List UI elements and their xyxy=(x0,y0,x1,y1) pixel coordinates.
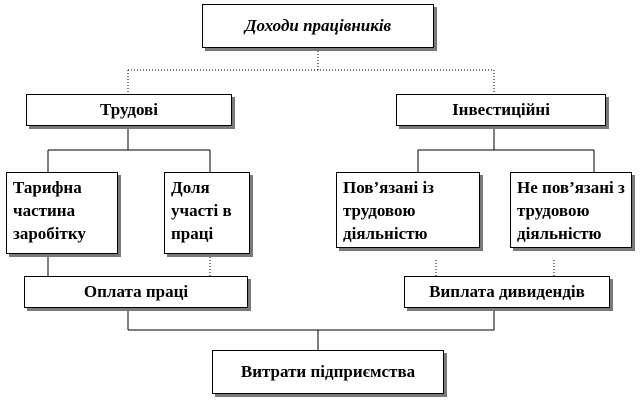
share-node-label: Доля участі в праці xyxy=(171,178,232,243)
dividends-node: Виплата дивидендів xyxy=(404,276,610,308)
related-node-label: Пов’язані із трудовою діяльністю xyxy=(343,178,434,243)
expenses-node: Витрати підприємства xyxy=(212,350,444,394)
payroll-node: Оплата праці xyxy=(24,276,248,308)
share-node: Доля участі в праці xyxy=(164,172,250,254)
labor-node-label: Трудові xyxy=(100,100,158,119)
investment-node: Інвестиційні xyxy=(396,94,606,126)
expenses-node-label: Витрати підприємства xyxy=(240,362,416,381)
tariff-node-label: Тарифна частина заробітку xyxy=(13,178,86,243)
investment-node-label: Інвестиційні xyxy=(452,100,550,119)
labor-node: Трудові xyxy=(26,94,232,126)
unrelated-node-label: Не пов’язані з трудовою діяльністю xyxy=(517,178,625,243)
payroll-node-label: Оплата праці xyxy=(83,282,189,301)
unrelated-node: Не пов’язані з трудовою діяльністю xyxy=(510,172,632,248)
related-node: Пов’язані із трудовою діяльністю xyxy=(336,172,480,248)
root-node: Доходи працівників xyxy=(202,4,434,48)
root-node-label: Доходи працівників xyxy=(244,16,392,35)
dividends-node-label: Виплата дивидендів xyxy=(429,282,585,301)
tariff-node: Тарифна частина заробітку xyxy=(6,172,118,254)
